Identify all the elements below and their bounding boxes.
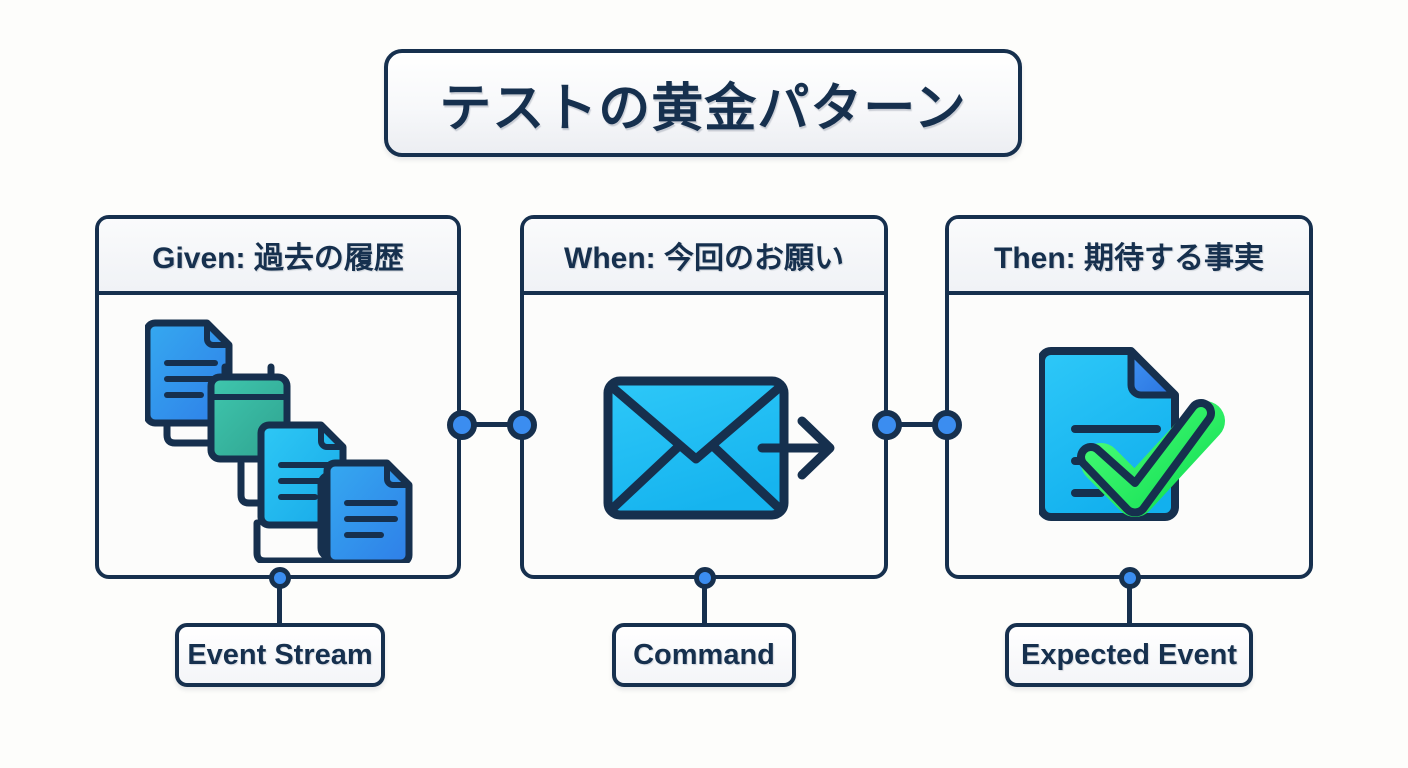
stem-line-command [702, 578, 707, 626]
label-expected-event-text: Expected Event [1021, 638, 1237, 671]
envelope-arrow-icon [602, 373, 842, 528]
panel-given-body [99, 295, 457, 575]
connector-node-given-right[interactable] [447, 410, 477, 440]
stem-line-expected-event [1127, 578, 1132, 626]
label-box-expected-event[interactable]: Expected Event [1005, 623, 1253, 687]
label-event-stream-text: Event Stream [187, 638, 373, 671]
panel-given-header-label: Given: 過去の履歴 [152, 242, 404, 275]
connector-line-given-when [466, 422, 522, 427]
panel-then-body [949, 295, 1309, 575]
label-box-command[interactable]: Command [612, 623, 796, 687]
panel-when-body [524, 295, 884, 575]
stem-node-command[interactable] [694, 567, 716, 589]
connector-node-then-left[interactable] [932, 410, 962, 440]
panel-then-header: Then: 期待する事実 [949, 219, 1309, 295]
stem-node-expected-event[interactable] [1119, 567, 1141, 589]
event-stream-stack-icon [143, 313, 425, 568]
panel-then[interactable]: Then: 期待する事実 [945, 215, 1313, 579]
label-command-text: Command [633, 638, 775, 671]
connector-node-when-left[interactable] [507, 410, 537, 440]
diagram-title-box: テストの黄金パターン [384, 49, 1022, 157]
panel-given-header: Given: 過去の履歴 [99, 219, 457, 295]
connector-node-when-right[interactable] [872, 410, 902, 440]
panel-when[interactable]: When: 今回のお願い [520, 215, 888, 579]
stem-line-event-stream [277, 578, 282, 626]
label-box-event-stream[interactable]: Event Stream [175, 623, 385, 687]
panel-when-header-label: When: 今回のお願い [564, 242, 844, 275]
stem-node-event-stream[interactable] [269, 567, 291, 589]
panel-given[interactable]: Given: 過去の履歴 [95, 215, 461, 579]
document-check-icon [1037, 337, 1239, 542]
page-title: テストの黄金パターン [439, 79, 967, 138]
panel-then-header-label: Then: 期待する事実 [994, 242, 1264, 275]
panel-when-header: When: 今回のお願い [524, 219, 884, 295]
connector-line-when-then [891, 422, 947, 427]
